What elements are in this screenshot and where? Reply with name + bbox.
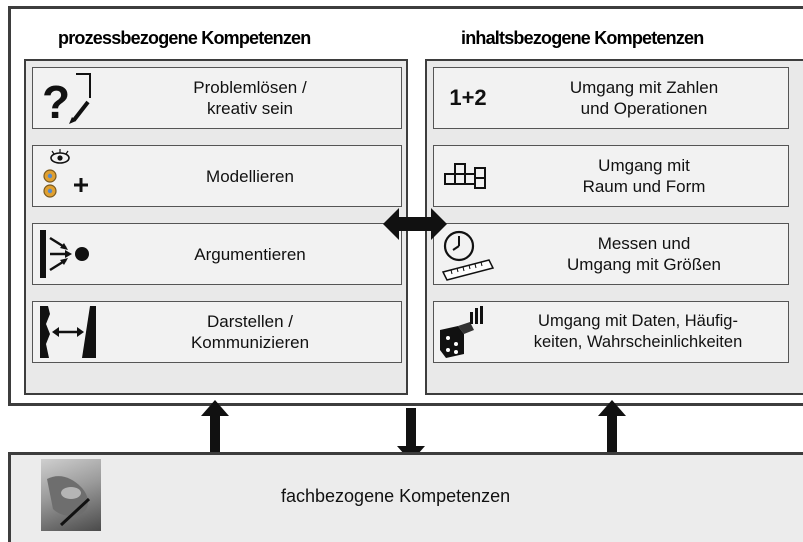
content-competences-panel: 1+2 Umgang mit Zahlen und Operationen Um… [425, 59, 803, 395]
process-competences-heading: prozessbezogene Kompetenzen [58, 28, 311, 48]
eye-gears-plus-icon [33, 146, 101, 206]
arguing-label: Argumentieren [194, 244, 306, 264]
arguing-row: Argumentieren [32, 223, 402, 285]
space-shape-row: Umgang mit Raum und Form [433, 145, 789, 207]
one-plus-two-icon: 1+2 [449, 85, 487, 110]
modelling-row: Modellieren [32, 145, 402, 207]
space-shape-label: Umgang mit Raum und Form [582, 156, 706, 196]
dice-bar-chart-icon [434, 302, 490, 362]
measuring-label: Messen und Umgang mit Größen [567, 234, 721, 274]
measuring-row: Messen und Umgang mit Größen [433, 223, 789, 285]
clock-ruler-icon [434, 224, 502, 284]
down-arrow-center [397, 408, 425, 462]
numbers-label: Umgang mit Zahlen und Operationen [569, 78, 719, 118]
cubes-icon [434, 146, 502, 206]
arrows-to-dot-icon [33, 224, 101, 284]
up-arrow-left [201, 400, 229, 454]
process-competences-panel: ? Problemlösen / kreativ sein Mod [24, 59, 408, 395]
representing-label: Darstellen / Kommunizieren [190, 312, 310, 352]
problem-solving-row: ? Problemlösen / kreativ sein [32, 67, 402, 129]
numbers-row: 1+2 Umgang mit Zahlen und Operationen [433, 67, 789, 129]
problem-solving-label: Problemlösen / kreativ sein [193, 78, 307, 118]
data-probability-row: Umgang mit Daten, Häufig- keiten, Wahrsc… [433, 301, 789, 363]
representing-row: Darstellen / Kommunizieren [32, 301, 402, 363]
question-mark-pencil-icon: ? [33, 68, 101, 128]
double-arrow-brackets-icon [33, 302, 101, 362]
subject-competences-box: fachbezogene Kompetenzen [8, 452, 803, 542]
svg-text:?: ? [42, 76, 70, 126]
data-probability-label: Umgang mit Daten, Häufig- keiten, Wahrsc… [533, 312, 743, 351]
up-arrow-right [598, 400, 626, 454]
subject-competences-label: fachbezogene Kompetenzen [281, 486, 511, 506]
modelling-label: Modellieren [206, 166, 294, 186]
writing-hand-photo [41, 459, 101, 531]
double-arrow-between-panels [383, 208, 447, 240]
content-competences-heading: inhaltsbezogene Kompetenzen [461, 28, 704, 48]
